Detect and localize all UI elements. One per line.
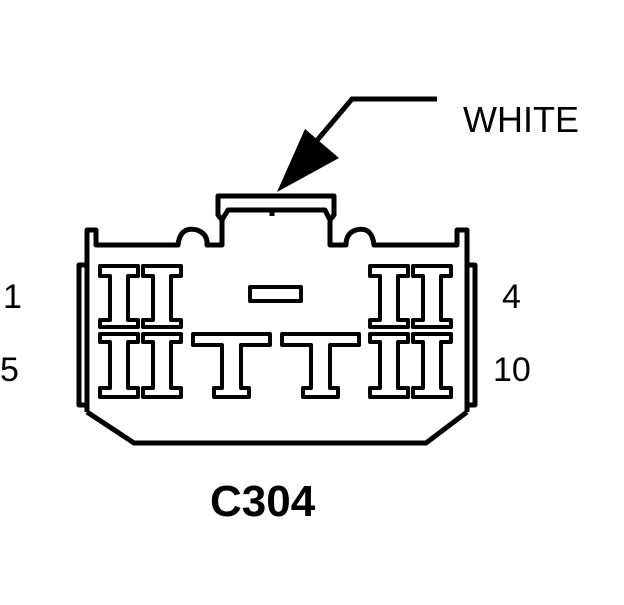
connector-body <box>76 193 478 446</box>
cavity-pin-10 <box>411 332 453 399</box>
latch-inner-line <box>219 207 333 222</box>
leader-line <box>312 96 437 146</box>
cavity-pin-2 <box>141 264 183 329</box>
cavity-pin-5 <box>98 332 140 399</box>
color-callout <box>277 96 437 192</box>
bottom-edge <box>85 409 469 446</box>
connector-id: C304 <box>210 477 316 526</box>
pin-cavities <box>98 264 453 399</box>
left-flange <box>76 262 87 408</box>
cavity-pin-6 <box>141 332 183 399</box>
right-flange <box>467 262 478 408</box>
connector-outline <box>84 193 470 412</box>
arrow-head-icon <box>277 129 339 192</box>
pin-label-top-right: 4 <box>502 278 521 316</box>
cavity-pin-3 <box>368 264 410 329</box>
pin-label-top-left: 1 <box>3 278 22 316</box>
pin-label-bottom-left: 5 <box>0 351 19 389</box>
pin-label-bottom-right: 10 <box>493 351 531 389</box>
cavity-pin-7 <box>191 332 272 399</box>
color-label: WHITE <box>463 99 579 140</box>
cavity-pin-4 <box>411 264 453 329</box>
cavity-pin-8 <box>280 332 361 399</box>
center-key-slot <box>248 285 303 303</box>
cavity-pin-1 <box>98 264 140 329</box>
cavity-pin-9 <box>368 332 410 399</box>
